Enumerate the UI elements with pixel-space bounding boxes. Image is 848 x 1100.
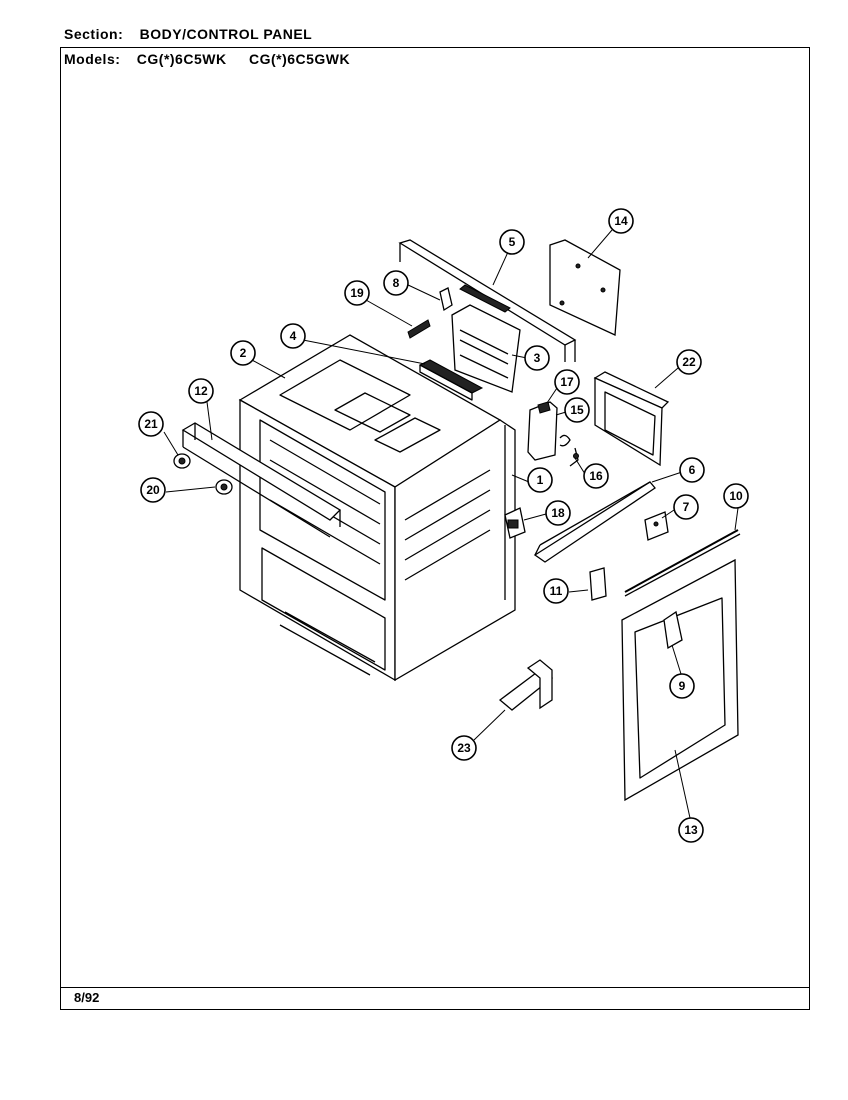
svg-text:18: 18	[551, 506, 565, 520]
callout-23: 23	[451, 735, 477, 761]
svg-text:6: 6	[689, 463, 696, 477]
callout-6: 6	[679, 457, 705, 483]
bracket-parts	[407, 287, 453, 339]
callout-10: 10	[723, 483, 749, 509]
callout-21: 21	[138, 411, 164, 437]
control-panel-rail-part	[398, 239, 577, 362]
model-number-2: CG(*)6C5GWK	[248, 51, 351, 67]
svg-text:10: 10	[729, 489, 743, 503]
svg-text:15: 15	[570, 403, 584, 417]
section-label: Section:	[64, 26, 124, 42]
callout-17: 17	[554, 369, 580, 395]
callout-20: 20	[140, 477, 166, 503]
callout-16: 16	[583, 463, 609, 489]
section-heading: Section: BODY/CONTROL PANEL	[64, 26, 312, 42]
housing-box-part	[593, 371, 670, 467]
trim-strip-part	[181, 422, 342, 538]
svg-text:22: 22	[682, 355, 696, 369]
svg-text:21: 21	[144, 417, 158, 431]
callout-12: 12	[188, 378, 214, 404]
callout-9: 9	[669, 673, 695, 699]
callout-13: 13	[678, 817, 704, 843]
svg-text:8: 8	[393, 276, 400, 290]
revision-date: 8/92	[74, 990, 100, 1005]
callout-8: 8	[383, 270, 409, 296]
callout-14: 14	[608, 208, 634, 234]
svg-text:17: 17	[560, 375, 574, 389]
callout-11: 11	[543, 578, 569, 604]
model-number-1: CG(*)6C5WK	[136, 51, 227, 67]
oven-body-part	[238, 334, 516, 682]
hinge-part	[504, 507, 526, 539]
svg-text:3: 3	[534, 351, 541, 365]
switch-parts	[527, 401, 579, 467]
callout-4: 4	[280, 323, 306, 349]
mounting-bracket-part	[498, 659, 554, 711]
svg-text:4: 4	[290, 329, 297, 343]
leader-lines	[163, 229, 739, 819]
svg-text:9: 9	[679, 679, 686, 693]
footer-divider	[60, 987, 810, 988]
svg-text:20: 20	[146, 483, 160, 497]
svg-text:7: 7	[683, 500, 690, 514]
callout-22: 22	[676, 349, 702, 375]
svg-text:14: 14	[614, 214, 628, 228]
svg-text:11: 11	[550, 584, 563, 598]
control-panel-part	[451, 304, 521, 393]
svg-text:16: 16	[589, 469, 603, 483]
callout-5: 5	[499, 229, 525, 255]
svg-text:13: 13	[684, 823, 698, 837]
svg-text:12: 12	[194, 384, 208, 398]
models-heading: Models: CG(*)6C5WK CG(*)6C5GWK	[64, 51, 350, 67]
callout-3: 3	[524, 345, 550, 371]
diagram-frame	[60, 47, 810, 1010]
models-label: Models:	[64, 51, 121, 67]
door-rod-part	[624, 529, 741, 597]
svg-text:2: 2	[240, 346, 247, 360]
section-title: BODY/CONTROL PANEL	[139, 26, 313, 42]
callout-1: 1	[527, 467, 553, 493]
hinge-receptacle-parts	[173, 453, 233, 495]
callout-15: 15	[564, 397, 590, 423]
insulation-part	[418, 359, 484, 401]
svg-text:5: 5	[509, 235, 516, 249]
callout-7: 7	[673, 494, 699, 520]
callout-18: 18	[545, 500, 571, 526]
side-trim-part	[533, 481, 656, 563]
svg-text:19: 19	[350, 286, 364, 300]
svg-text:1: 1	[537, 473, 544, 487]
svg-text:23: 23	[457, 741, 471, 755]
back-panel-part	[549, 239, 621, 336]
callout-2: 2	[230, 340, 256, 366]
callout-19: 19	[344, 280, 370, 306]
small-plate-parts	[589, 511, 669, 601]
